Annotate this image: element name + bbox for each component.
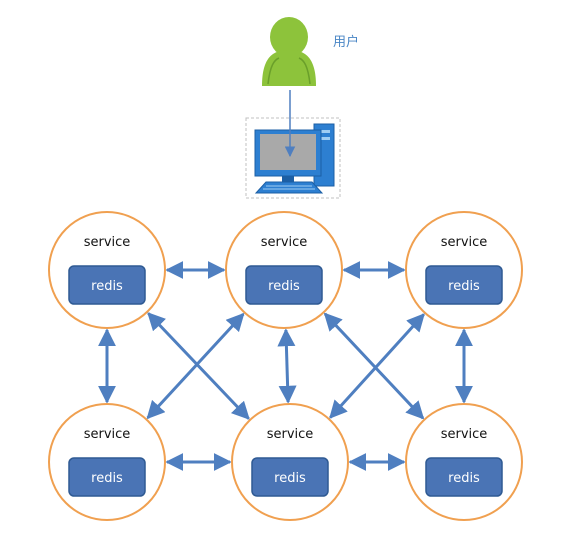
edge-n2-n4: [146, 312, 245, 420]
service-label: service: [441, 427, 488, 442]
service-label: service: [261, 235, 308, 250]
redis-box: [68, 265, 146, 305]
redis-box: [251, 457, 329, 497]
redis-box: [68, 457, 146, 497]
computer-icon: [245, 117, 341, 199]
nodes-layer: serviceredisserviceredisserviceredisserv…: [48, 211, 523, 521]
service-node: service redis: [48, 211, 166, 329]
edges-layer: [98, 261, 473, 471]
edge-n3-n5: [329, 313, 425, 419]
service-node: service redis: [231, 403, 349, 521]
service-node: service redis: [405, 403, 523, 521]
service-node: service redis: [48, 403, 166, 521]
user-label: 用户: [333, 34, 359, 50]
redis-box: [245, 265, 323, 305]
redis-label: redis: [448, 279, 480, 294]
user-icon: [262, 17, 316, 86]
service-node: service redis: [225, 211, 343, 329]
redis-label: redis: [268, 279, 300, 294]
service-label: service: [441, 235, 488, 250]
redis-label: redis: [91, 279, 123, 294]
service-label: service: [267, 427, 314, 442]
redis-label: redis: [448, 471, 480, 486]
edge-n2-n5: [277, 328, 297, 404]
redis-box: [425, 265, 503, 305]
service-label: service: [84, 235, 131, 250]
redis-label: redis: [91, 471, 123, 486]
redis-label: redis: [274, 471, 306, 486]
redis-box: [425, 457, 503, 497]
service-label: service: [84, 427, 131, 442]
service-node: service redis: [405, 211, 523, 329]
